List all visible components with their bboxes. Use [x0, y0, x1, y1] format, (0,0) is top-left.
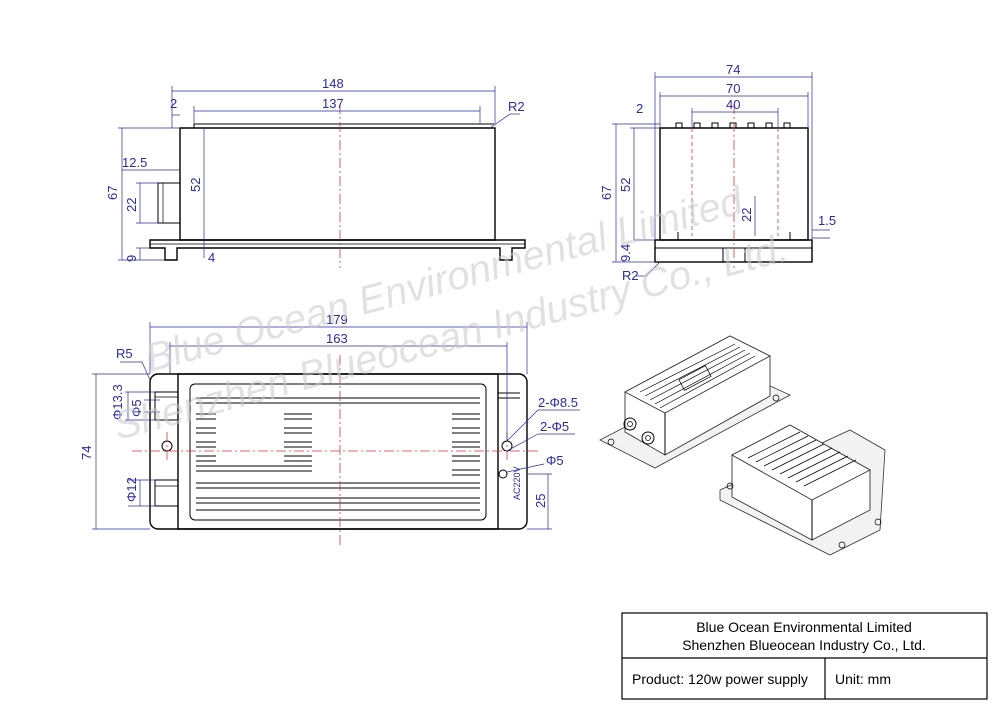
dim-end-67: 67: [599, 186, 614, 200]
isometric-view-1: [599, 335, 791, 469]
dim-top-2-phi5: 2-Φ5: [540, 419, 569, 434]
dim-end-52: 52: [618, 178, 633, 192]
dim-side-148: 148: [322, 76, 344, 91]
dim-top-2-phi8-5: 2-Φ8.5: [538, 395, 578, 410]
dim-end-r2: R2: [622, 268, 639, 283]
dim-top-25: 25: [533, 494, 548, 508]
dim-end-40: 40: [726, 97, 740, 112]
dim-side-22: 22: [124, 198, 139, 212]
dim-side-4: 4: [208, 250, 215, 265]
dim-end-22: 22: [739, 208, 754, 222]
dim-end-1-5: 1.5: [818, 213, 836, 228]
isometric-view-2: [719, 424, 886, 556]
dim-top-179: 179: [326, 312, 348, 327]
title-company-cn: Shenzhen Blueocean Industry Co., Ltd.: [682, 637, 926, 653]
top-view: 179 163 R5 74 Φ13.3 Φ5 Φ12 2-Φ8.5 2-Φ5 Φ…: [79, 312, 580, 545]
end-view: 74 70 40 2 67 52 22 1.5 9.4 R2: [599, 62, 836, 283]
side-view: 148 137 2 R2 12.5 67 52 22 9 4: [105, 76, 526, 268]
dim-end-74: 74: [726, 62, 740, 77]
dim-side-r2: R2: [508, 99, 525, 114]
dim-top-163: 163: [326, 331, 348, 346]
title-block: Blue Ocean Environmental Limited Shenzhe…: [621, 612, 988, 700]
title-product: Product: 120w power supply: [632, 671, 808, 687]
title-company-en: Blue Ocean Environmental Limited: [696, 619, 912, 635]
dim-end-70: 70: [726, 81, 740, 96]
dim-end-2: 2: [636, 101, 643, 116]
dim-top-phi5: Φ5: [546, 453, 564, 468]
dim-end-9-4: 9.4: [618, 244, 633, 262]
label-ac220v: AC220V: [512, 466, 522, 500]
dim-side-12-5: 12.5: [122, 155, 147, 170]
dim-side-52: 52: [188, 178, 203, 192]
dim-top-74: 74: [79, 446, 94, 460]
dim-top-phi5-conn: Φ5: [129, 399, 144, 417]
dim-side-67: 67: [105, 186, 120, 200]
dim-side-137: 137: [322, 96, 344, 111]
dim-side-2: 2: [170, 96, 177, 111]
dim-top-phi13-3: Φ13.3: [110, 384, 125, 420]
dim-side-9: 9: [124, 255, 139, 262]
dim-top-r5: R5: [116, 346, 133, 361]
dim-top-phi12: Φ12: [124, 477, 139, 502]
title-unit: Unit: mm: [835, 671, 891, 687]
